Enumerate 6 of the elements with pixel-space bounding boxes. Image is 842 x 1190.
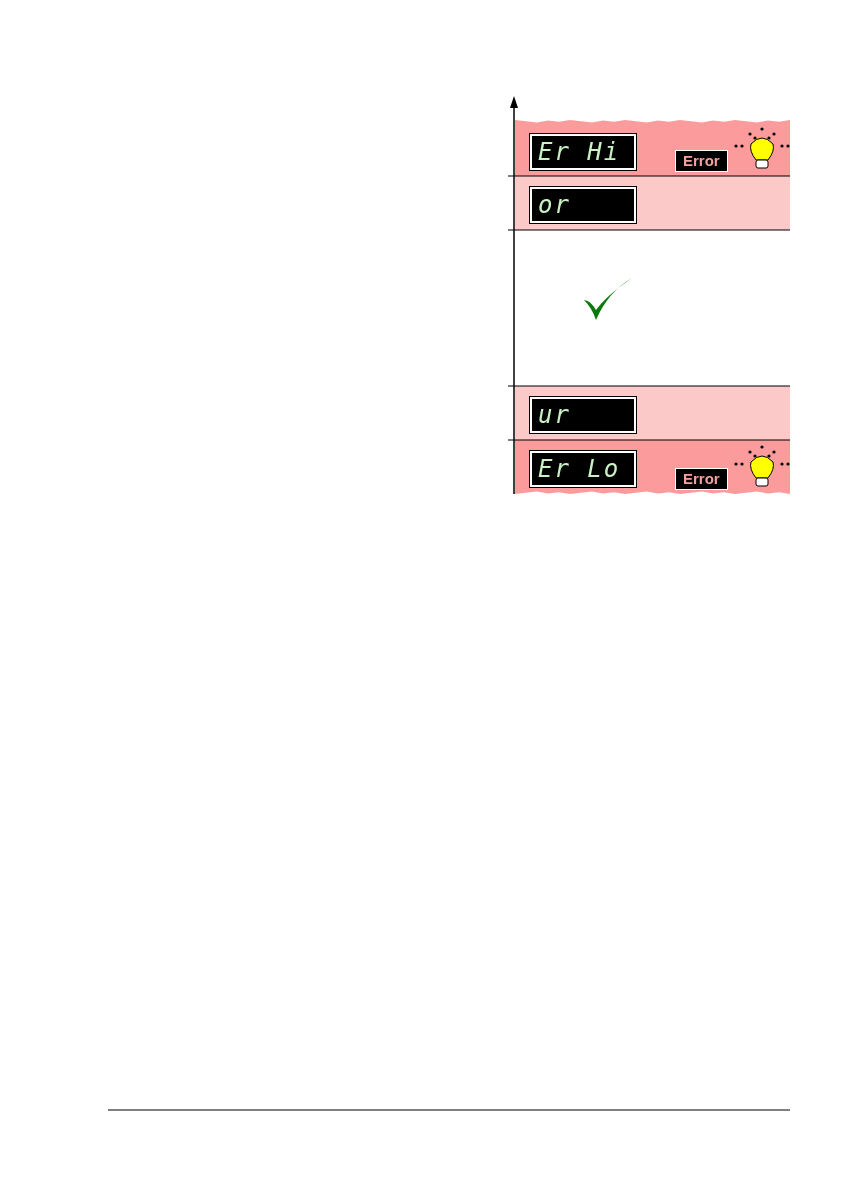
error-indicator: Error <box>675 150 728 172</box>
segment-display: ur <box>530 397 636 433</box>
segment-display: Er Lo <box>530 451 636 487</box>
error-indicator: Error <box>675 468 728 490</box>
segment-display: Er Hi <box>530 134 636 170</box>
segment-display: or <box>530 187 636 223</box>
